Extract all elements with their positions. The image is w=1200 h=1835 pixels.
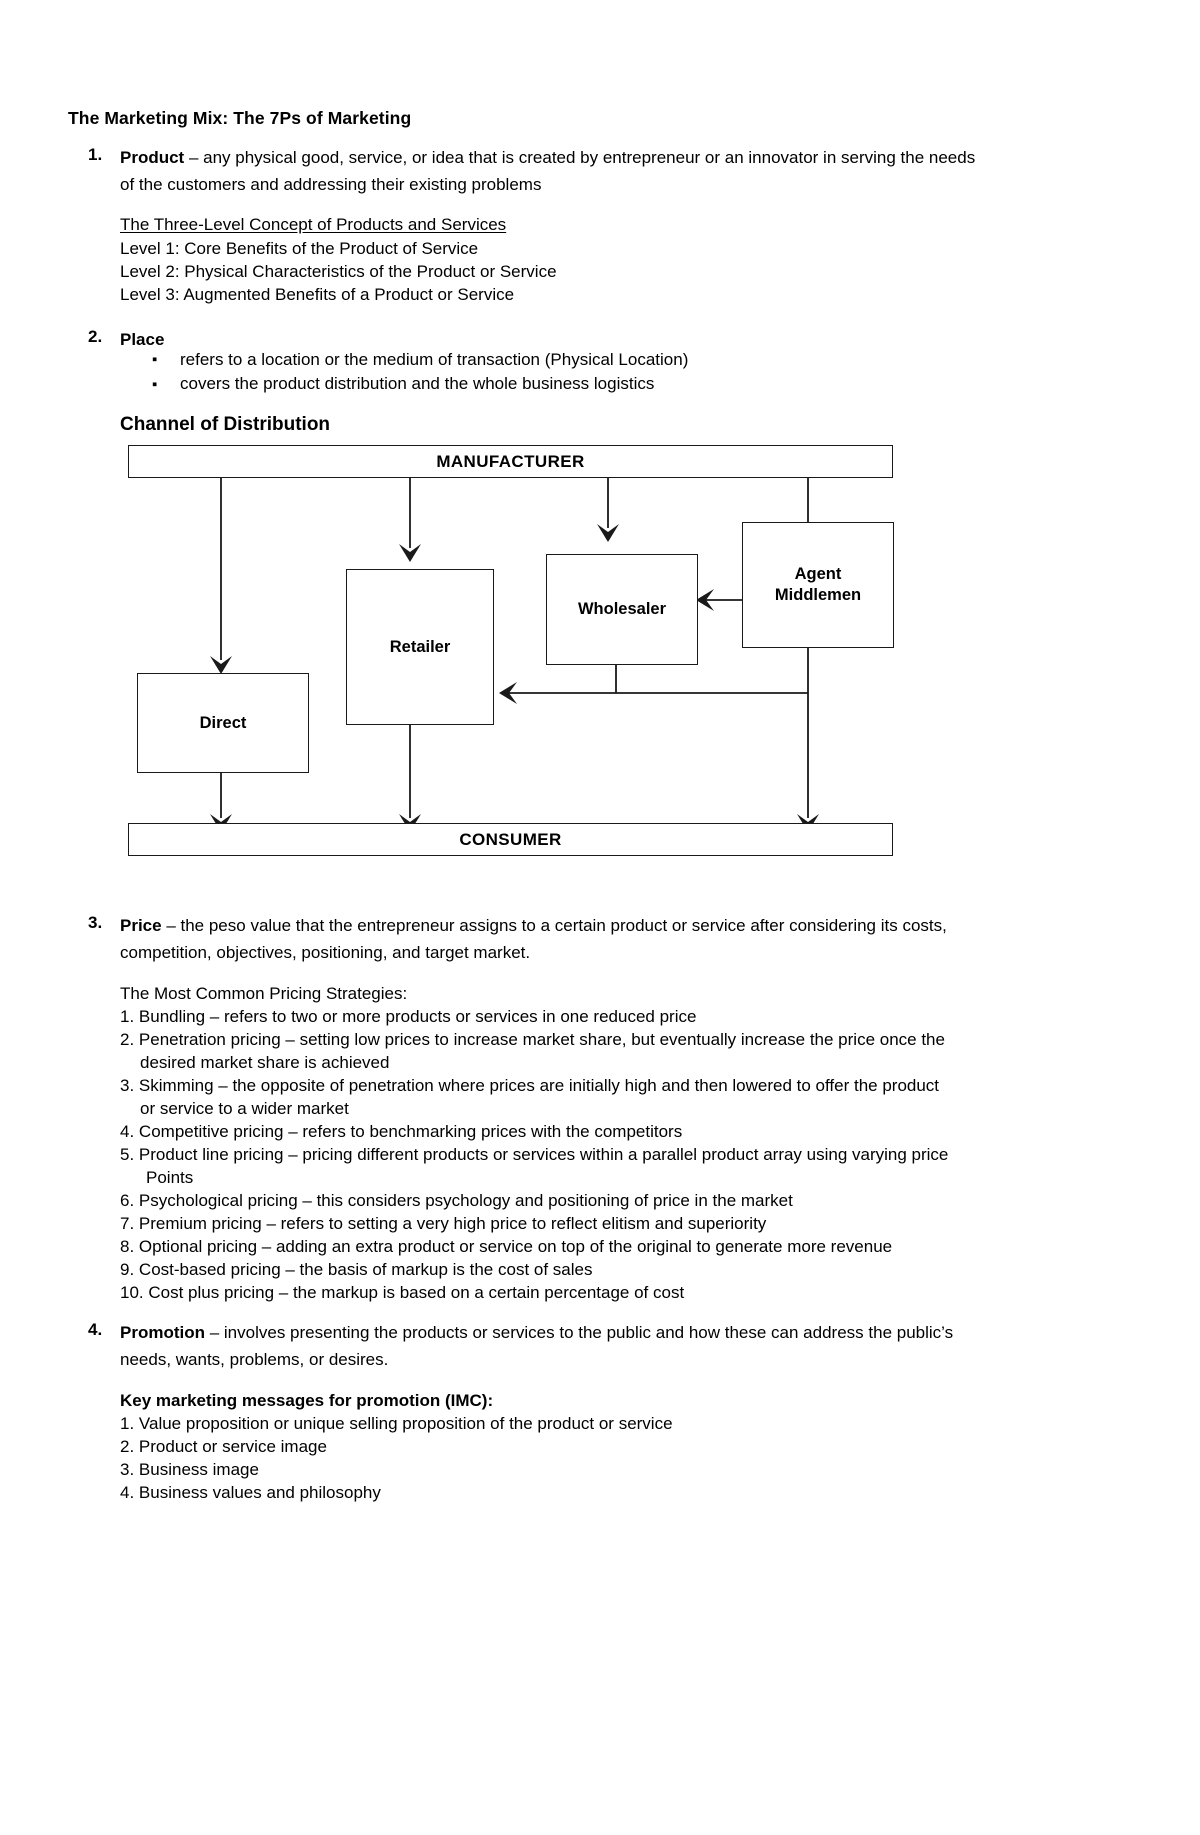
list-marker-2: 2. xyxy=(88,327,103,346)
item-product-def-line1: any physical good, service, or idea that… xyxy=(203,148,976,167)
page-title: The Marketing Mix: The 7Ps of Marketing xyxy=(68,108,412,128)
pricing-strategy-5-cont: Points xyxy=(146,1168,194,1187)
item-promotion-term: Promotion xyxy=(120,1323,205,1342)
promotion-message-3: 3. Business image xyxy=(120,1457,259,1484)
pricing-strategy-9-number: 9. xyxy=(120,1260,135,1279)
three-level-item-3: Level 3: Augmented Benefits of a Product… xyxy=(120,285,515,304)
item-promotion-def-line2: needs, wants, problems, or desires. xyxy=(120,1350,389,1369)
diagram-node-wholesaler: Wholesaler xyxy=(546,554,698,665)
diagram-node-retailer: Retailer xyxy=(346,569,494,725)
item-promotion-definition: Promotion – involves presenting the prod… xyxy=(120,1320,980,1347)
pricing-strategy-6: 6. Psychological pricing – this consider… xyxy=(120,1188,793,1215)
pricing-strategy-7: 7. Premium pricing – refers to setting a… xyxy=(120,1211,766,1238)
bullet-icon: ▪ xyxy=(152,376,158,393)
pricing-strategy-3-cont: or service to a wider market xyxy=(140,1099,349,1118)
pricing-strategy-8-number: 8. xyxy=(120,1237,135,1256)
agent-middlemen-line2: Middlemen xyxy=(774,586,862,604)
pricing-strategy-4-text: Competitive pricing – refers to benchmar… xyxy=(138,1122,683,1141)
item-product-def-line2: of the customers and addressing their ex… xyxy=(120,175,542,194)
promotion-message-1-number: 1. xyxy=(120,1414,135,1433)
promotion-message-4: 4. Business values and philosophy xyxy=(120,1480,381,1507)
pricing-strategy-10: 10. Cost plus pricing – the markup is ba… xyxy=(120,1280,684,1307)
item-product-dash: – xyxy=(184,148,204,167)
bullet-icon: ▪ xyxy=(152,351,158,368)
promotion-message-4-text: Business values and philosophy xyxy=(138,1483,381,1502)
item-promotion-def-line1: involves presenting the products or serv… xyxy=(223,1323,954,1342)
list-marker-1: 1. xyxy=(88,145,103,164)
place-bullet-2: covers the product distribution and the … xyxy=(180,374,655,393)
promotion-message-3-number: 3. xyxy=(120,1460,135,1479)
pricing-strategy-6-text: Psychological pricing – this considers p… xyxy=(138,1191,793,1210)
pricing-strategy-2-text: Penetration pricing – setting low prices… xyxy=(138,1030,945,1049)
pricing-strategies-heading: The Most Common Pricing Strategies: xyxy=(120,984,408,1003)
pricing-strategy-10-number: 10. xyxy=(120,1283,144,1302)
item-price-definition: Price – the peso value that the entrepre… xyxy=(120,913,980,940)
promotion-message-2: 2. Product or service image xyxy=(120,1434,327,1461)
three-level-heading: The Three-Level Concept of Products and … xyxy=(120,215,507,234)
pricing-strategy-7-text: Premium pricing – refers to setting a ve… xyxy=(138,1214,767,1233)
pricing-strategy-2-number: 2. xyxy=(120,1030,135,1049)
diagram-node-manufacturer: MANUFACTURER xyxy=(128,445,893,478)
item-product-term: Product xyxy=(120,148,185,167)
list-marker-3: 3. xyxy=(88,913,103,932)
pricing-strategy-3-number: 3. xyxy=(120,1076,135,1095)
pricing-strategy-5: 5. Product line pricing – pricing differ… xyxy=(120,1142,948,1169)
pricing-strategy-4: 4. Competitive pricing – refers to bench… xyxy=(120,1119,682,1146)
promotion-message-2-text: Product or service image xyxy=(138,1437,327,1456)
item-price-dash: – xyxy=(161,916,181,935)
pricing-strategy-2-cont: desired market share is achieved xyxy=(140,1053,390,1072)
pricing-strategy-9-text: Cost-based pricing – the basis of markup… xyxy=(138,1260,593,1279)
promotion-message-4-number: 4. xyxy=(120,1483,135,1502)
pricing-strategy-9: 9. Cost-based pricing – the basis of mar… xyxy=(120,1257,592,1284)
diagram-node-agent-middlemen: Agent Middlemen xyxy=(742,522,894,648)
item-price-term: Price xyxy=(120,916,162,935)
pricing-strategy-3: 3. Skimming – the opposite of penetratio… xyxy=(120,1073,939,1100)
promotion-message-1: 1. Value proposition or unique selling p… xyxy=(120,1411,673,1438)
pricing-strategy-1-text: Bundling – refers to two or more product… xyxy=(138,1007,697,1026)
list-marker-4: 4. xyxy=(88,1320,103,1339)
item-place-term: Place xyxy=(120,330,165,349)
item-price-def-line2: competition, objectives, positioning, an… xyxy=(120,943,531,962)
pricing-strategy-5-number: 5. xyxy=(120,1145,135,1164)
promotion-message-1-text: Value proposition or unique selling prop… xyxy=(138,1414,673,1433)
pricing-strategy-8: 8. Optional pricing – adding an extra pr… xyxy=(120,1234,892,1261)
diagram-node-consumer: CONSUMER xyxy=(128,823,893,856)
item-product-definition: Product – any physical good, service, or… xyxy=(120,145,980,172)
pricing-strategy-1-number: 1. xyxy=(120,1007,135,1026)
agent-middlemen-line1: Agent xyxy=(794,565,842,584)
pricing-strategy-7-number: 7. xyxy=(120,1214,135,1233)
diagram-node-direct: Direct xyxy=(137,673,309,773)
pricing-strategy-3-text: Skimming – the opposite of penetration w… xyxy=(138,1076,940,1095)
pricing-strategy-5-text: Product line pricing – pricing different… xyxy=(138,1145,949,1164)
three-level-item-1: Level 1: Core Benefits of the Product of… xyxy=(120,239,479,258)
promotion-message-2-number: 2. xyxy=(120,1437,135,1456)
pricing-strategy-6-number: 6. xyxy=(120,1191,135,1210)
place-bullet-1: refers to a location or the medium of tr… xyxy=(180,350,689,369)
channel-heading: Channel of Distribution xyxy=(120,414,331,435)
pricing-strategy-4-number: 4. xyxy=(120,1122,135,1141)
pricing-strategy-10-text: Cost plus pricing – the markup is based … xyxy=(148,1283,685,1302)
item-promotion-dash: – xyxy=(205,1323,224,1342)
three-level-item-2: Level 2: Physical Characteristics of the… xyxy=(120,262,557,281)
promotion-messages-heading: Key marketing messages for promotion (IM… xyxy=(120,1391,494,1410)
pricing-strategy-1: 1. Bundling – refers to two or more prod… xyxy=(120,1004,696,1031)
item-price-def-line1: the peso value that the entrepreneur ass… xyxy=(180,916,947,935)
promotion-message-3-text: Business image xyxy=(138,1460,259,1479)
pricing-strategy-8-text: Optional pricing – adding an extra produ… xyxy=(138,1237,893,1256)
pricing-strategy-2: 2. Penetration pricing – setting low pri… xyxy=(120,1027,945,1054)
